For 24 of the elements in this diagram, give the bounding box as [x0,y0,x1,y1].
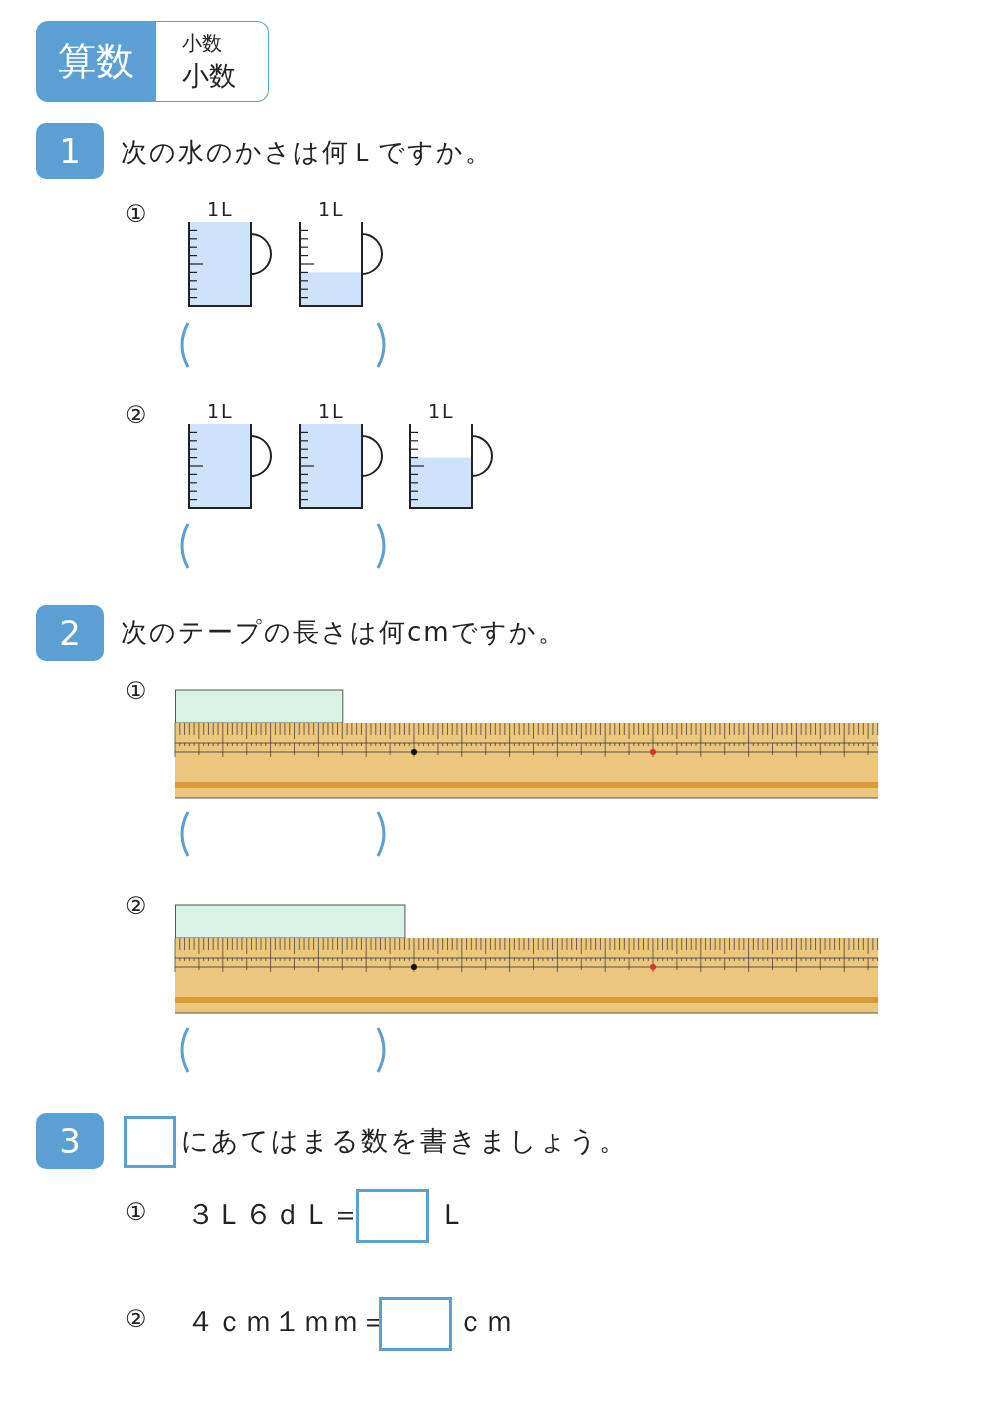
equation-text: ３Ｌ６ｄＬ＝ [186,1196,360,1233]
question-number: 3 [36,1113,104,1169]
unit-text: ｃｍ [456,1303,514,1340]
unit-text: Ｌ [438,1196,467,1233]
problem-number: ① [125,677,149,705]
problem-number: ② [125,1305,149,1333]
capacity-label: 1L [207,198,234,220]
problem-number: ① [125,200,149,228]
topic-reading: 小数 [182,30,222,57]
question-number: 1 [36,123,104,179]
capacity-label: 1L [318,400,345,422]
instruction-text: 次のテープの長さは何cmですか。 [121,616,566,649]
problem-number: ② [125,892,149,920]
problem-number: ② [125,401,149,429]
instruction-text: 次の水のかさは何Ｌですか。 [121,136,493,169]
topic-box [156,21,269,102]
subject-box: 算数 [36,21,156,102]
question-number: 2 [36,605,104,661]
capacity-label: 1L [428,400,455,422]
capacity-label: 1L [207,400,234,422]
capacity-label: 1L [318,198,345,220]
instruction-text: にあてはまる数を書きましょう。 [181,1124,628,1158]
topic-title: 小数 [182,59,236,93]
problem-number: ① [125,1198,149,1226]
